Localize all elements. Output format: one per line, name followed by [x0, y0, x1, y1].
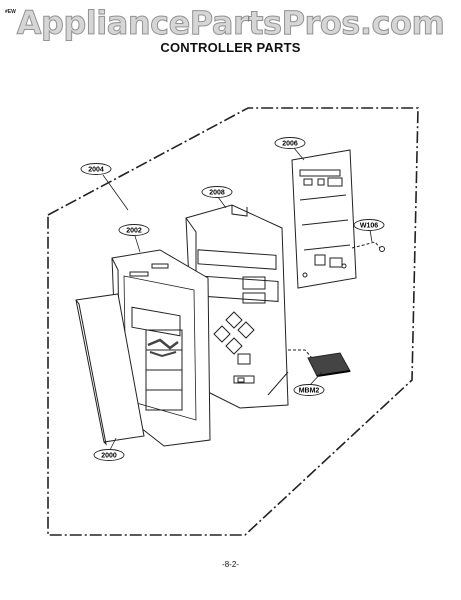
- callout-w106: W106: [353, 219, 385, 231]
- part-mbm2-module: [307, 352, 351, 377]
- label-2004: 2004: [88, 167, 104, 174]
- part-2006-pcb: [291, 149, 385, 289]
- watermark-text: AppliancePartsPros.com: [16, 4, 445, 43]
- callout-2004: 2004: [80, 163, 112, 175]
- label-w106: W106: [360, 223, 378, 230]
- callout-mbm2: MBM2: [293, 384, 325, 396]
- label-2008: 2008: [209, 190, 225, 197]
- page-number: -8-2-: [222, 560, 239, 569]
- part-2000-membrane: [75, 293, 145, 446]
- label-mbm2: MBM2: [299, 388, 320, 395]
- callout-2008: 2008: [201, 186, 233, 198]
- label-2002: 2002: [126, 228, 142, 235]
- callout-2006: 2006: [274, 137, 306, 149]
- callout-2000: 2000: [93, 449, 125, 461]
- label-2000: 2000: [101, 453, 117, 460]
- leader-lines: [102, 147, 373, 451]
- corner-mark: #EW: [5, 9, 16, 15]
- callout-2002: 2002: [118, 224, 150, 236]
- page-title: CONTROLLER PARTS: [160, 40, 301, 55]
- label-2006: 2006: [282, 141, 298, 148]
- assembly-boundary: [47, 107, 419, 536]
